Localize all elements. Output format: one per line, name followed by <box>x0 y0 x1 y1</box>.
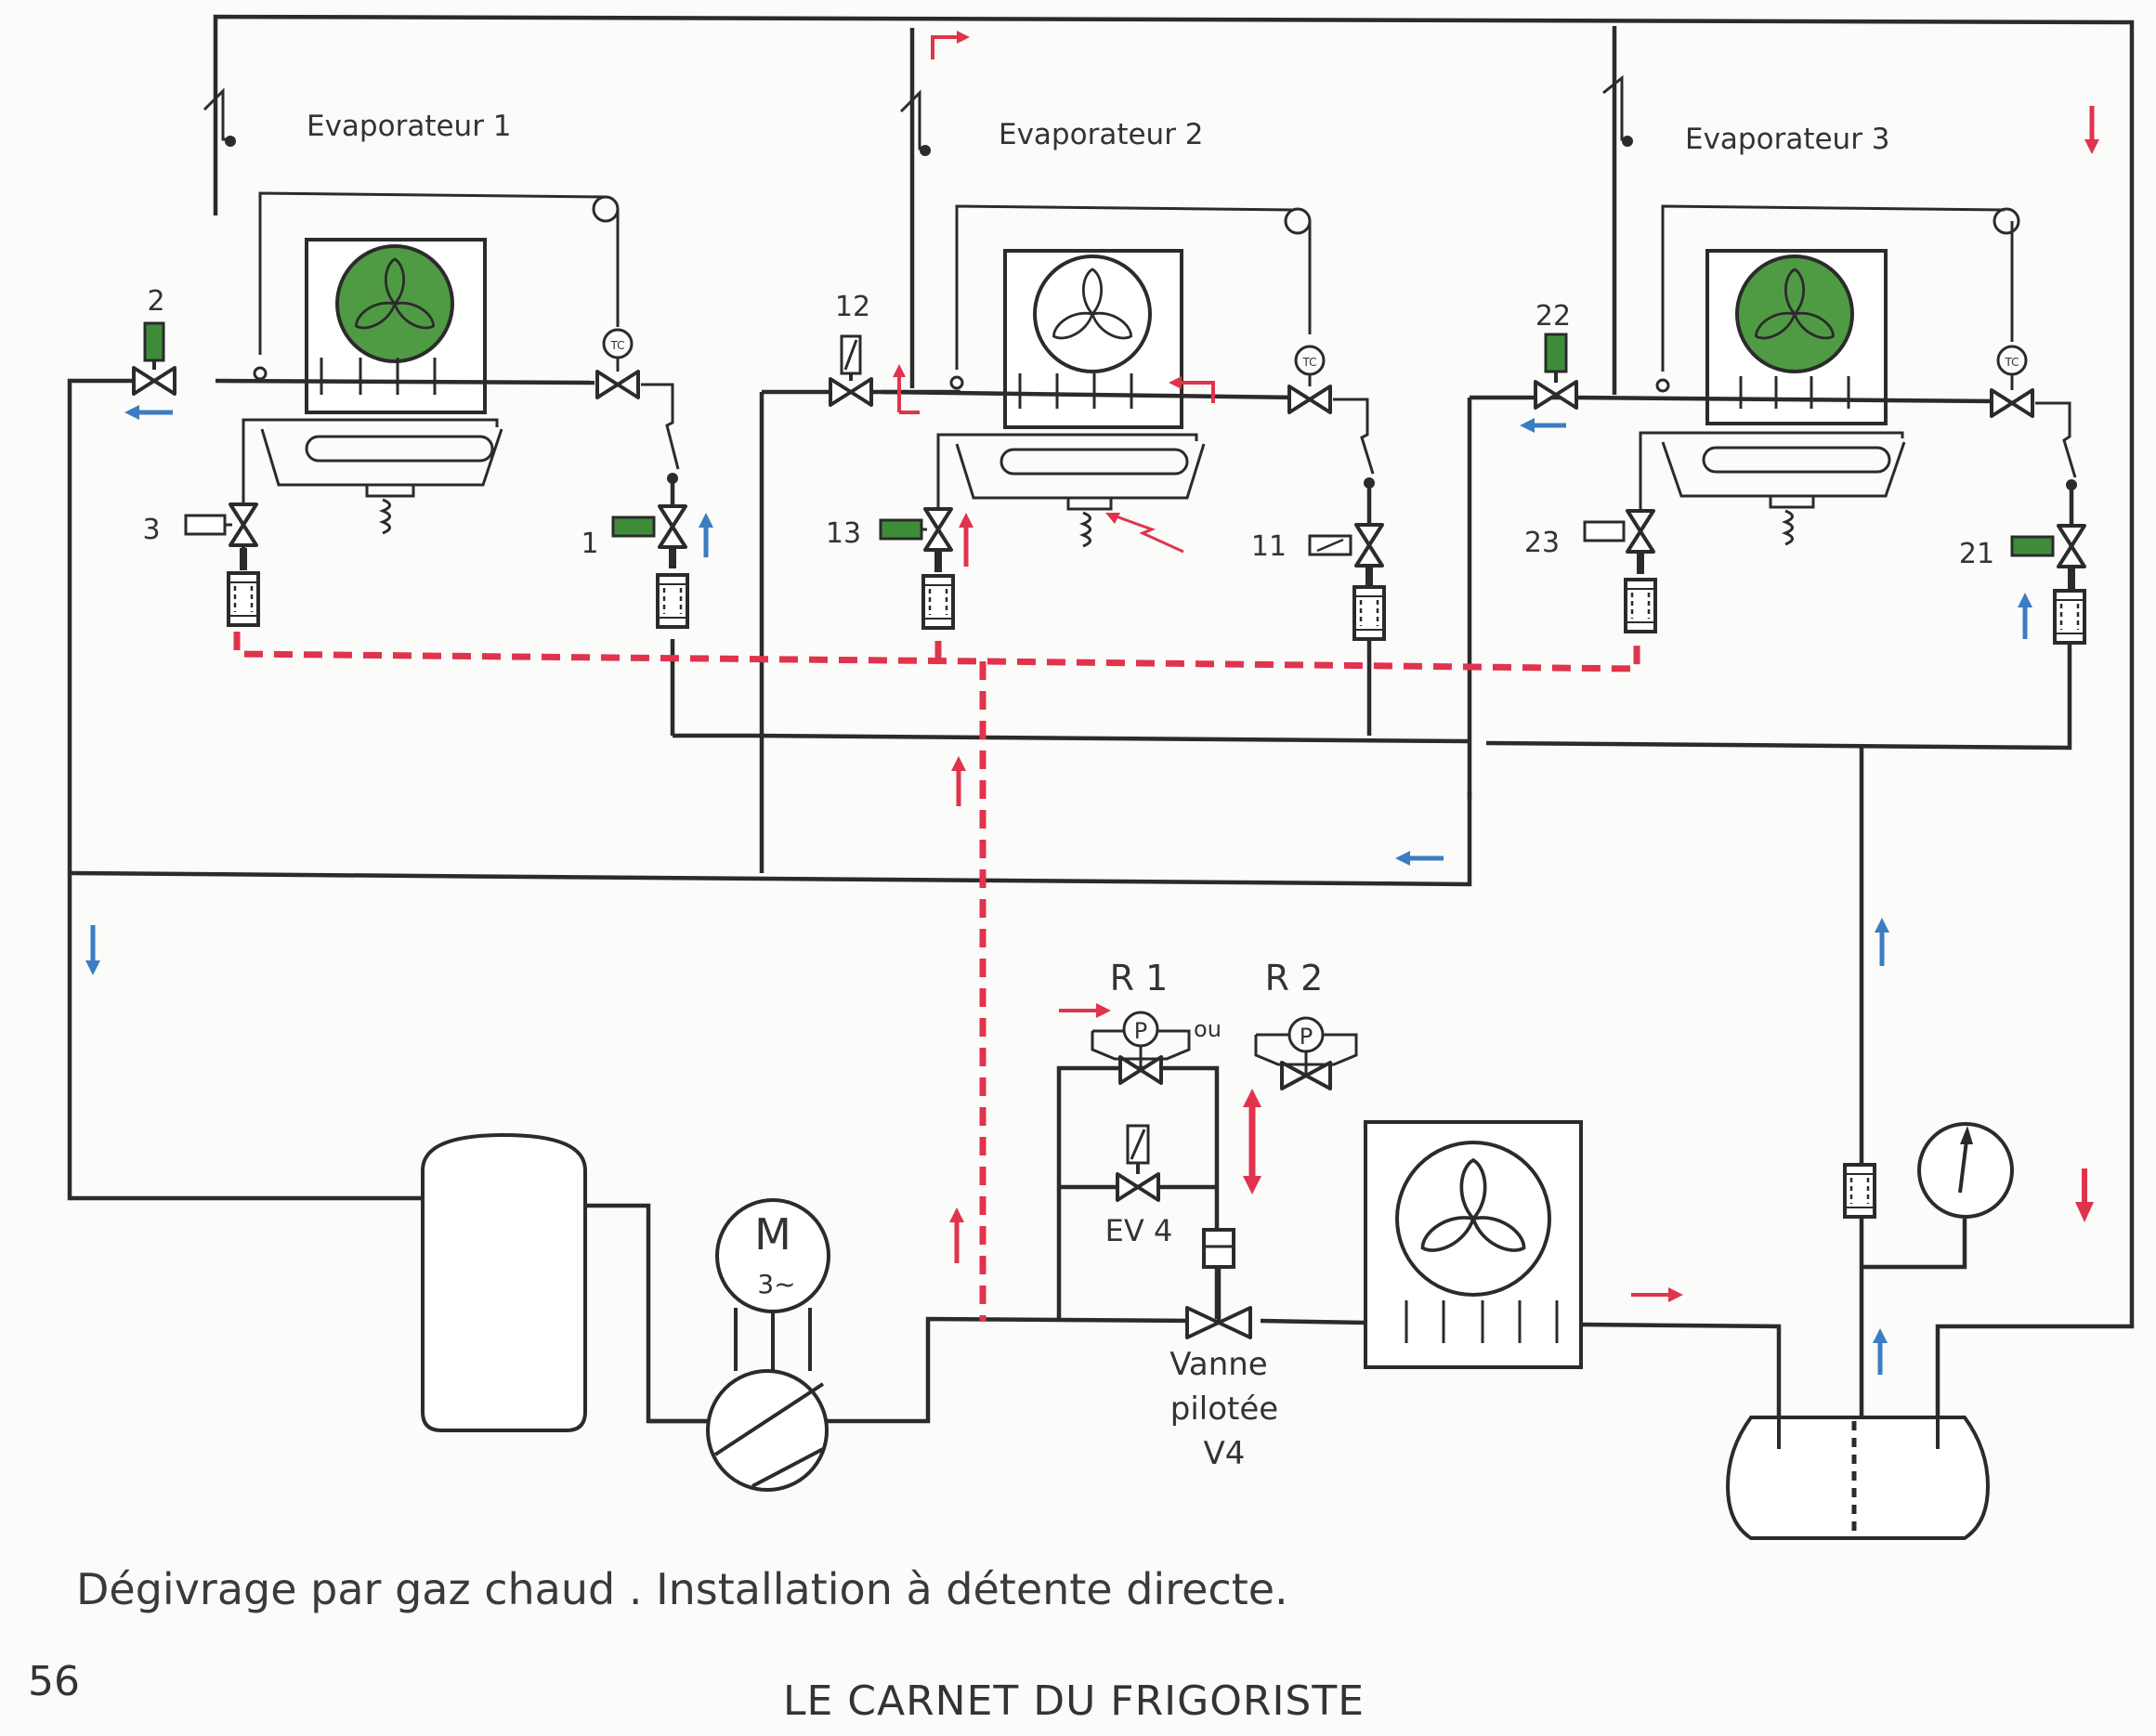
valve-3-label: 3 <box>142 514 160 546</box>
flow-arrows <box>85 31 2099 1375</box>
figure-caption: Dégivrage par gaz chaud . Installation à… <box>76 1564 1288 1614</box>
liquid-receiver <box>1725 1416 1991 1540</box>
evaporator-2-title: Evaporateur 2 <box>999 118 1204 151</box>
arrow-up-icon <box>1875 918 1889 966</box>
solenoid-21-icon <box>2010 535 2055 557</box>
drain-coil-icon <box>1781 509 1794 546</box>
solenoid-2-icon <box>143 321 165 362</box>
drain-coil-icon <box>378 498 391 535</box>
evaporator-3: TC <box>1534 74 2086 645</box>
solenoid-13-icon <box>879 518 923 541</box>
arrow-right-icon <box>1631 1287 1683 1302</box>
svg-text:V4: V4 <box>1204 1435 1246 1472</box>
svg-text:M: M <box>754 1209 791 1260</box>
valve-13-label: 13 <box>826 517 861 550</box>
valve-11-label: 11 <box>1251 530 1287 563</box>
solenoid-1-icon <box>611 516 656 538</box>
pilot-valve-v4: Vanne pilotée V4 <box>1169 1228 1278 1472</box>
regulator-r1: R 1 P <box>1091 958 1191 1085</box>
arrow-up-icon <box>949 1207 964 1263</box>
page-number: 56 <box>28 1658 80 1705</box>
arrow-up-icon <box>2018 593 2032 639</box>
arrow-updown-icon <box>1243 1089 1261 1194</box>
arrow-left-icon <box>1520 418 1566 433</box>
hot-gas-dashed-lines <box>233 632 1640 1321</box>
arrow-up-icon <box>951 756 966 806</box>
arrow-zigzag-icon <box>1105 513 1184 554</box>
evaporator-1: TC <box>132 87 689 629</box>
valve-22-label: 22 <box>1535 300 1571 333</box>
arrow-down-icon <box>2084 106 2099 154</box>
arrow-up-icon <box>1873 1328 1888 1375</box>
ev4-label: EV 4 <box>1105 1213 1173 1248</box>
r2-label: R 2 <box>1265 958 1324 999</box>
arrow-left-icon <box>124 405 173 420</box>
condenser <box>1364 1120 1583 1369</box>
evaporator-3-title: Evaporateur 3 <box>1685 123 1890 156</box>
motor: M 3~ <box>715 1198 830 1371</box>
valve-21-label: 21 <box>1959 538 1994 570</box>
arrow-up-icon <box>959 513 973 567</box>
arrow-down-icon <box>85 925 100 975</box>
svg-text:TC: TC <box>2004 356 2019 369</box>
valve-12-label: 12 <box>835 291 870 323</box>
pressure-gauge <box>1917 1122 2014 1219</box>
book-footer: LE CARNET DU FRIGORISTE <box>783 1677 1365 1725</box>
arrow-turn-icon <box>931 31 970 59</box>
solenoid-23-icon <box>1583 520 1626 542</box>
solenoid-22-icon <box>1544 333 1568 373</box>
gauge-icon <box>1917 1122 2014 1219</box>
valve-1-label: 1 <box>581 528 598 560</box>
arrow-down-icon <box>2075 1168 2094 1222</box>
svg-text:P: P <box>1134 1018 1147 1044</box>
arrow-up-icon <box>699 513 713 557</box>
valve-23-label: 23 <box>1524 527 1560 559</box>
evaporator-2: TC <box>829 89 1386 641</box>
arrow-left-icon <box>1395 851 1444 866</box>
valve-2-label: 2 <box>147 285 164 318</box>
or-label: ou <box>1194 1016 1222 1042</box>
svg-text:P: P <box>1300 1024 1313 1050</box>
filter-drier-icon <box>1843 1163 1876 1219</box>
svg-text:3~: 3~ <box>757 1269 795 1299</box>
suction-accumulator <box>421 1132 587 1432</box>
r1-label: R 1 <box>1110 958 1169 999</box>
svg-text:pilotée: pilotée <box>1170 1390 1278 1428</box>
evaporator-1-title: Evaporateur 1 <box>307 110 512 143</box>
solenoid-ev4: EV 4 <box>1105 1124 1173 1248</box>
drain-coil-icon <box>1078 511 1091 548</box>
svg-text:Vanne: Vanne <box>1169 1346 1267 1383</box>
solenoid-3-icon <box>184 514 227 536</box>
arrow-turn-icon <box>893 364 920 414</box>
arrow-turn-icon <box>1169 376 1215 403</box>
svg-text:TC: TC <box>1301 356 1316 369</box>
arrow-right-icon <box>1059 1003 1111 1018</box>
main-piping <box>67 14 2135 1430</box>
compressor <box>706 1369 829 1492</box>
compressor-icon <box>706 1369 829 1492</box>
svg-text:TC: TC <box>609 339 624 352</box>
evaporator-labels: Evaporateur 1 Evaporateur 2 Evaporateur … <box>142 110 1994 570</box>
regulator-r2: R 2 P <box>1254 958 1358 1090</box>
